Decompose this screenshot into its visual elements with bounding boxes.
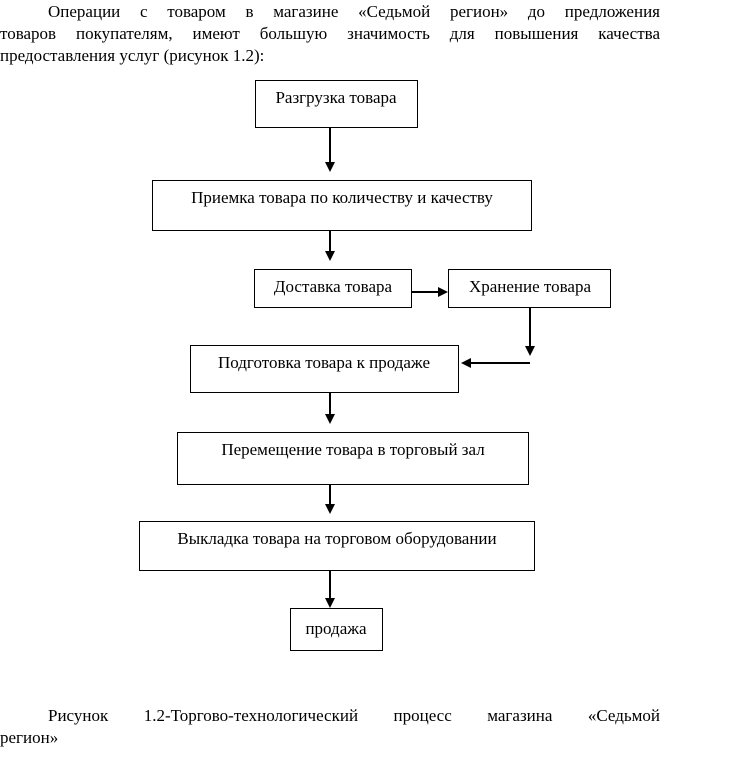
intro-paragraph: Операции с товаром в магазине «Седьмой р… [0, 1, 660, 67]
step-storage: Хранение товара [448, 269, 611, 308]
step-acceptance-label: Приемка товара по количеству и качеству [191, 188, 493, 207]
step-preparation: Подготовка товара к продаже [190, 345, 459, 393]
step-sale-label: продажа [305, 619, 367, 638]
step-acceptance-box [152, 180, 532, 231]
step-preparation-label: Подготовка товара к продаже [218, 353, 430, 372]
step-moving-box [177, 432, 529, 485]
intro-line-2: товаров покупателям, имеют большую значи… [0, 24, 660, 43]
caption-line-1: Рисунок 1.2-Торгово-технологический проц… [48, 706, 660, 725]
step-storage-label: Хранение товара [469, 277, 592, 296]
step-preparation-box [190, 345, 459, 393]
arrow-display-to-sale [325, 571, 335, 608]
step-delivery-box [254, 269, 412, 308]
arrow-delivery-to-storage [412, 287, 448, 297]
step-display-label: Выкладка товара на торговом оборудовании [177, 529, 496, 548]
step-delivery-label: Доставка товара [274, 277, 393, 296]
step-acceptance: Приемка товара по количеству и качеству [152, 180, 532, 231]
arrow-storage-to-preparation [461, 308, 535, 368]
step-unloading-box [255, 80, 418, 128]
arrow-preparation-to-moving [325, 393, 335, 424]
step-display: Выкладка товара на торговом оборудовании [139, 521, 535, 571]
caption-line-2: регион» [0, 728, 59, 747]
step-moving: Перемещение товара в торговый зал [177, 432, 529, 485]
intro-line-3: предоставления услуг (рисунок 1.2): [0, 46, 265, 65]
figure-caption: Рисунок 1.2-Торгово-технологический проц… [0, 705, 660, 749]
arrow-unloading-to-acceptance [325, 128, 335, 172]
arrow-acceptance-to-delivery [325, 231, 335, 261]
step-storage-box [448, 269, 611, 308]
arrow-moving-to-display [325, 485, 335, 514]
step-sale: продажа [290, 608, 383, 651]
step-display-box [139, 521, 535, 571]
step-sale-box [290, 608, 383, 651]
step-unloading: Разгрузка товара [255, 80, 418, 128]
step-moving-label: Перемещение товара в торговый зал [221, 440, 485, 459]
process-flowchart: Разгрузка товара Приемка товара по колич… [139, 80, 611, 651]
step-unloading-label: Разгрузка товара [275, 88, 397, 107]
intro-line-1: Операции с товаром в магазине «Седьмой р… [48, 2, 660, 21]
step-delivery: Доставка товара [254, 269, 412, 308]
